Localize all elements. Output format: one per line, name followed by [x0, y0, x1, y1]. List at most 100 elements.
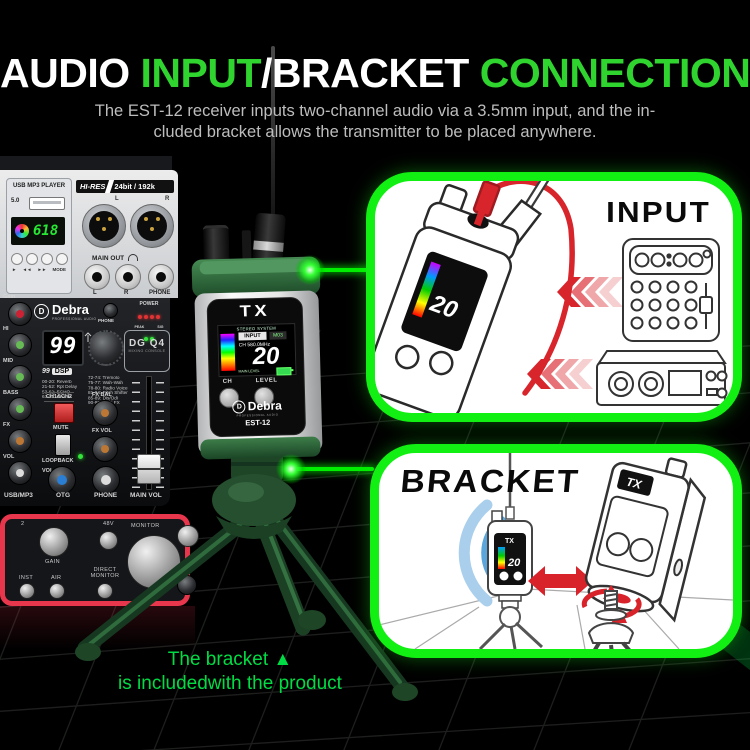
headphone-vol-knob[interactable]	[177, 525, 199, 547]
jack-phone[interactable]	[148, 264, 174, 290]
input-illustration: TX 20	[375, 181, 728, 413]
tripod-leg-front	[254, 514, 311, 636]
fx-label: FX	[3, 422, 11, 428]
xlr-connector-right[interactable]	[130, 204, 174, 248]
phantom-label: 48V	[103, 521, 114, 527]
transport-button[interactable]	[40, 253, 53, 265]
interface-gain-label: GAIN	[45, 559, 61, 565]
ch1ch2-label: CH1&CH2	[44, 392, 74, 402]
dsp-select-knob[interactable]	[88, 330, 124, 366]
cd-icon	[15, 224, 29, 238]
battery-icon	[276, 367, 292, 376]
screen-input-label: INPUT	[238, 331, 267, 341]
rewind-icon: ◄◄	[22, 267, 32, 272]
connector-dot-input	[295, 255, 325, 285]
otg-vol-knob[interactable]	[48, 466, 76, 494]
debra-logo-icon: D	[232, 399, 246, 414]
channel-display: 99	[42, 330, 84, 366]
mini-tx-level: 20	[507, 557, 521, 569]
brand-sub: PROFESSIONAL AUDIO	[52, 317, 97, 321]
audio-mixer: USB MP3 PLAYER 5.0 618 ► ◄◄ ►► MODE HI	[0, 156, 182, 506]
fx-vol-knob[interactable]	[92, 436, 118, 462]
phone-jack[interactable]	[103, 303, 118, 318]
device-antenna	[271, 46, 275, 254]
title-slash: /	[261, 50, 272, 96]
mixer-rear-edge	[0, 156, 172, 170]
model-name: DG Q4	[128, 338, 166, 349]
fx-bal-label: FX BAL	[92, 392, 112, 398]
mid-knob[interactable]	[8, 365, 32, 389]
usb-port[interactable]	[29, 197, 65, 210]
mini-transmitter	[478, 453, 544, 649]
device-bottom-cap	[200, 436, 321, 460]
power-indicator: POWER PEAK SIG	[128, 301, 170, 347]
mini-tx-label: TX	[505, 538, 514, 545]
hires-badge: HI-RES 24bit / 192k	[76, 180, 174, 193]
transport-button[interactable]	[10, 253, 23, 265]
ch-button-label: CH	[222, 378, 233, 385]
jack-left-label: L	[93, 290, 97, 296]
connector-dot-bracket	[276, 454, 306, 484]
loopback-switch[interactable]	[55, 434, 71, 456]
jack-phone-label: PHONE	[149, 290, 171, 296]
mp3-display: 618	[11, 217, 65, 245]
loopback-led	[78, 454, 83, 459]
transport-button[interactable]	[55, 253, 68, 265]
channel-number: 2	[21, 521, 25, 527]
vol-label: VOL	[3, 454, 15, 460]
phone-vol-knob[interactable]	[92, 466, 120, 494]
screw-mount-line-art	[581, 585, 642, 649]
headphone-icon	[128, 254, 139, 261]
otg-label: OTG	[56, 492, 71, 499]
red-audio-cable	[487, 181, 575, 396]
subtitle-line2: cluded bracket allows the transmitter to…	[153, 123, 597, 141]
inst-label: INST	[19, 575, 34, 581]
forward-icon: ►►	[37, 267, 47, 272]
jack-left[interactable]	[84, 264, 110, 290]
usb-mp3-player-label: USB MP3 PLAYER	[12, 183, 66, 189]
inst-knob[interactable]	[19, 583, 35, 599]
footer-line1: The bracket ▲	[167, 649, 293, 670]
main-vol-fader[interactable]	[137, 454, 161, 484]
device-screen: STEREO SYSTEM INPUT M03 CH 580.0MHz 20 M…	[217, 323, 297, 378]
gain-knob[interactable]	[8, 302, 32, 326]
direct-monitor-label: DIRECT MONITOR	[90, 567, 120, 579]
mute-button[interactable]	[54, 403, 74, 423]
page-title: AUDIO INPUT/BRACKET CONNECTION	[0, 50, 750, 97]
mute-label: MUTE	[53, 425, 69, 431]
connector-line-input	[308, 268, 370, 272]
power-label: POWER	[139, 301, 159, 307]
phantom-knob[interactable]	[99, 531, 118, 550]
screen-level-label: MAIN LEVEL	[238, 368, 260, 374]
red-chevrons-amp	[527, 359, 593, 389]
connector-line-bracket	[289, 467, 374, 471]
brand-name: Debra	[52, 302, 89, 317]
usb-mp3-player-section: USB MP3 PLAYER 5.0 618 ► ◄◄ ►► MODE	[6, 178, 72, 294]
tx-back-label: TX	[625, 475, 644, 493]
footer-note: The bracket ▲ is includedwith the produc…	[60, 648, 400, 696]
loopback-label: LOOPBACK	[42, 458, 74, 464]
xlr-connector-left[interactable]	[82, 204, 126, 248]
hi-knob[interactable]	[8, 333, 32, 357]
transmitter-line-art	[375, 181, 543, 413]
transport-button[interactable]	[25, 253, 38, 265]
phone-jack-label: PHONE	[98, 318, 115, 323]
footer-line2: is includedwith the product	[118, 673, 342, 694]
vol-knob[interactable]	[8, 461, 32, 485]
input-callout-panel: INPUT	[366, 172, 742, 422]
tx-back-line-art	[584, 457, 707, 623]
phone-section-label: PHONE	[94, 492, 118, 499]
interface-gain-knob[interactable]	[39, 527, 69, 557]
device-front-panel: TX STEREO SYSTEM INPUT M03 CH 580.0MHz 2…	[206, 296, 307, 438]
monitor-label: MONITOR	[131, 523, 160, 529]
amp-line-art	[596, 350, 728, 406]
bass-knob[interactable]	[8, 397, 32, 421]
fx-bal-knob[interactable]	[92, 400, 118, 426]
input-panel-title: INPUT	[606, 197, 711, 229]
jack-right[interactable]	[115, 264, 141, 290]
fx-knob[interactable]	[8, 429, 32, 453]
air-knob[interactable]	[49, 583, 65, 599]
bracket-panel-title: BRACKET	[399, 463, 582, 499]
direct-monitor-knob[interactable]	[97, 583, 113, 599]
usb-c-port-icon	[673, 558, 684, 577]
